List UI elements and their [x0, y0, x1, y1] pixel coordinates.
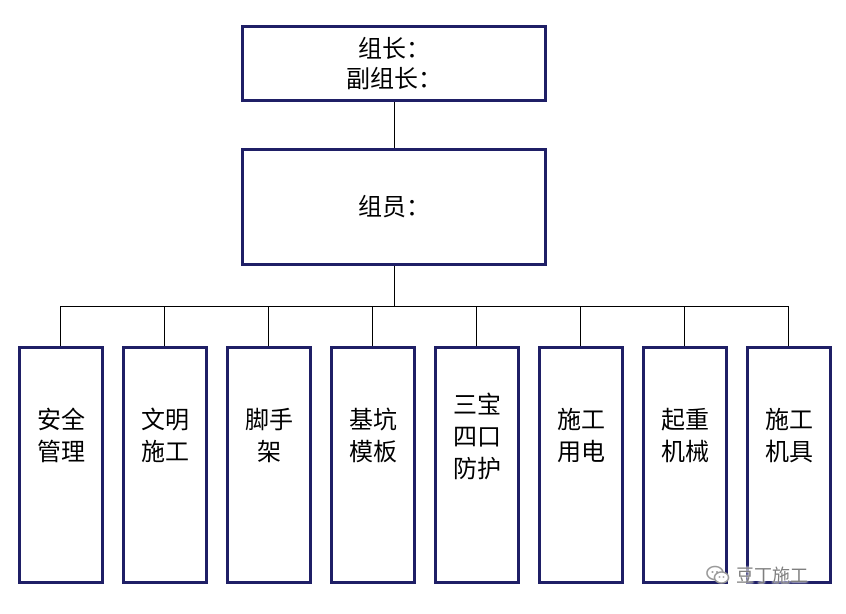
department-label-line1: 脚手 [245, 406, 293, 434]
connector-drop-6 [580, 306, 581, 346]
connector-drop-5 [476, 306, 477, 346]
connector-drop-4 [372, 306, 373, 346]
connector-horizontal-bus [60, 306, 789, 307]
department-label-line2: 施工 [141, 438, 189, 466]
department-box-2: 文明 施工 [122, 346, 208, 584]
wechat-icon [706, 565, 730, 584]
department-box-5: 三宝 四口 防护 [434, 346, 520, 584]
department-box-7: 起重 机械 [642, 346, 728, 584]
department-label-line1: 安全 [37, 406, 85, 434]
members-label: 组员： [358, 193, 430, 221]
department-label-line2: 四口 [453, 423, 501, 451]
department-label-line1: 文明 [141, 406, 189, 434]
department-label-line2: 机具 [765, 438, 813, 466]
department-label-line2: 管理 [37, 438, 85, 466]
connector-drop-8 [788, 306, 789, 346]
department-box-1: 安全 管理 [18, 346, 104, 584]
department-label-line2: 用电 [557, 438, 605, 466]
leader-box: 组长： 副组长： [241, 25, 547, 102]
department-label-line2: 模板 [349, 438, 397, 466]
watermark-text: 豆丁施工 [736, 566, 808, 587]
department-label-line1: 起重 [661, 406, 709, 434]
department-box-4: 基坑 模板 [330, 346, 416, 584]
department-label-line3: 防护 [453, 455, 501, 483]
department-label-line1: 施工 [765, 406, 813, 434]
department-box-3: 脚手 架 [226, 346, 312, 584]
leader-label: 组长： [358, 34, 430, 63]
department-box-6: 施工 用电 [538, 346, 624, 584]
connector-drop-7 [684, 306, 685, 346]
connector-drop-2 [164, 306, 165, 346]
department-label-line1: 基坑 [349, 406, 397, 434]
connector-drop-3 [268, 306, 269, 346]
deputy-leader-label: 副组长： [346, 64, 442, 93]
department-label-line2: 机械 [661, 438, 709, 466]
connector-top-to-mid [394, 102, 395, 148]
department-label-line1: 三宝 [453, 391, 501, 419]
connector-drop-1 [60, 306, 61, 346]
department-label-line2: 架 [257, 438, 281, 466]
department-label-line1: 施工 [557, 406, 605, 434]
members-box: 组员： [241, 148, 547, 266]
department-box-8: 施工 机具 [746, 346, 832, 584]
watermark: 豆丁施工 [706, 562, 808, 588]
connector-mid-down [394, 266, 395, 306]
